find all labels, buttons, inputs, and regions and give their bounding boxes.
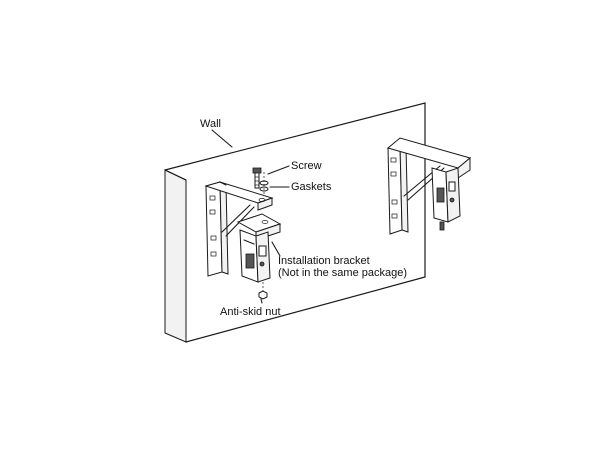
gasket-parts bbox=[259, 172, 269, 196]
leader-lines bbox=[211, 129, 290, 304]
right-installation-bracket bbox=[431, 167, 461, 231]
label-not-same-package: (Not in the same package) bbox=[278, 267, 407, 279]
label-anti-skid-nut: Anti-skid nut bbox=[220, 306, 281, 318]
screw-part bbox=[252, 167, 262, 189]
label-wall: Wall bbox=[200, 118, 221, 130]
label-installation-bracket: Installation bracket bbox=[278, 255, 370, 267]
installation-bracket-part bbox=[236, 213, 282, 283]
anti-skid-nut-part bbox=[258, 282, 268, 300]
label-gaskets: Gaskets bbox=[291, 181, 332, 193]
left-wall-bracket bbox=[204, 181, 274, 277]
label-screw: Screw bbox=[291, 160, 322, 172]
wall-panel bbox=[164, 102, 426, 343]
